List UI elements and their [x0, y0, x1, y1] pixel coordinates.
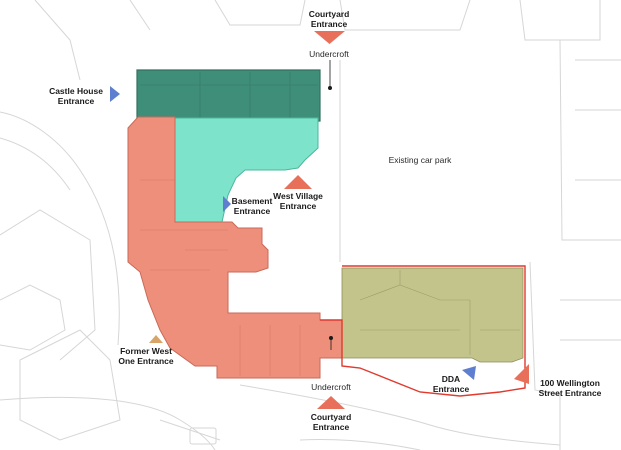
dda-triangle-left-icon	[462, 366, 476, 380]
wellington-street-entrance-label: 100 Wellington Street Entrance	[538, 378, 602, 398]
wellington-triangle-left-icon	[514, 364, 529, 384]
wellington-building	[341, 267, 524, 363]
courtyard-top-triangle-down-icon	[314, 31, 345, 44]
courtyard-entrance-bottom-label: Courtyard Entrance	[310, 412, 352, 432]
dda-entrance-label: DDA Entrance	[432, 374, 470, 394]
undercroft-top-label: Undercroft	[309, 49, 349, 59]
site-boundary-line	[320, 265, 526, 397]
existing-car-park-label: Existing car park	[388, 155, 452, 165]
castle-house-building	[136, 69, 321, 122]
castle-house-entrance-label: Castle House Entrance	[49, 86, 103, 106]
castle-house-footprint	[136, 69, 321, 122]
west-village-triangle-up-icon	[284, 175, 312, 189]
basement-triangle-right-icon	[223, 196, 231, 212]
wellington-footprint	[341, 267, 524, 363]
castle-house-triangle-right-icon	[110, 86, 120, 102]
former-west-one-entrance-label: Former West One Entrance	[118, 346, 174, 366]
undercroft-leaders	[327, 60, 333, 350]
former-west-one-triangle-up-icon	[149, 335, 163, 343]
courtyard-bottom-triangle-up-icon	[317, 396, 345, 409]
west-village-entrance-label: West Village Entrance	[273, 191, 323, 211]
courtyard-entrance-top-label: Courtyard Entrance	[308, 9, 350, 29]
undercroft-bottom-label: Undercroft	[311, 382, 351, 392]
basement-entrance-label: Basement Entrance	[231, 196, 273, 216]
